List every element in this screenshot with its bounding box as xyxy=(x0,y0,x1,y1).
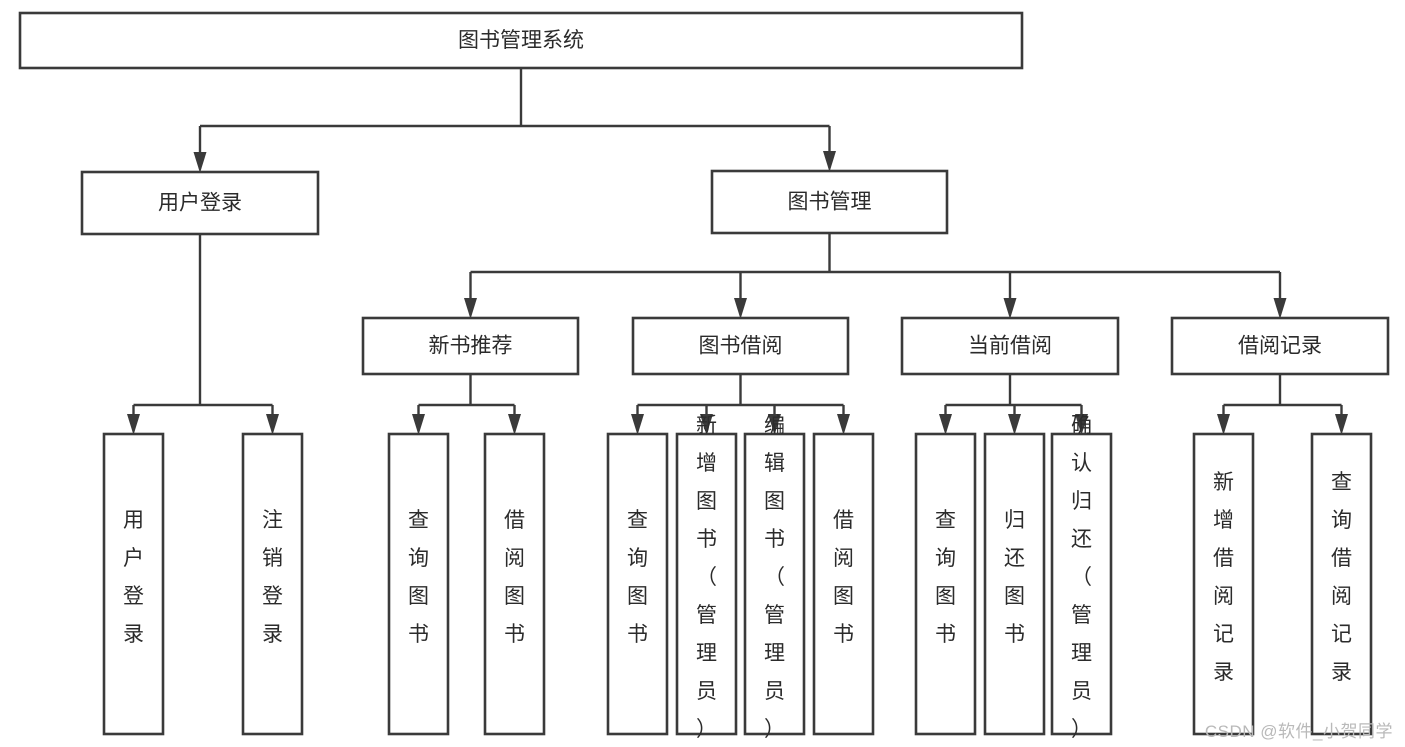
node-box-leaf-query-book-1[interactable] xyxy=(387,432,450,736)
node-borrow-record[interactable]: 借阅记录 xyxy=(1170,316,1390,376)
node-box-book-borrow[interactable] xyxy=(631,316,850,376)
node-book-manage[interactable]: 图书管理 xyxy=(710,169,949,235)
node-label-user-login: 用户登录 xyxy=(158,192,242,215)
node-label-leaf-add-record: 新增借阅记录 xyxy=(1213,471,1234,684)
node-label-leaf-borrow-book-1: 借阅图书 xyxy=(504,509,525,646)
node-box-leaf-query-record[interactable] xyxy=(1310,432,1373,736)
node-box-leaf-confirm-return[interactable] xyxy=(1050,432,1113,736)
node-leaf-logout[interactable]: 注销登录 xyxy=(241,432,304,736)
node-label-book-manage: 图书管理 xyxy=(788,191,872,214)
node-box-leaf-add-book[interactable] xyxy=(675,432,738,736)
node-label-borrow-record: 借阅记录 xyxy=(1238,335,1322,358)
connector-group-book-borrow xyxy=(631,374,850,435)
node-leaf-borrow-book-1[interactable]: 借阅图书 xyxy=(483,432,546,736)
node-leaf-edit-book[interactable]: 编辑图书（管理员） xyxy=(743,414,806,741)
node-box-book-manage[interactable] xyxy=(710,169,949,235)
node-label-leaf-logout: 注销登录 xyxy=(262,509,283,646)
node-box-leaf-edit-book[interactable] xyxy=(743,432,806,736)
node-label-root: 图书管理系统 xyxy=(458,29,584,52)
node-box-leaf-logout[interactable] xyxy=(241,432,304,736)
node-label-book-borrow: 图书借阅 xyxy=(699,335,783,358)
node-box-leaf-borrow-book-1[interactable] xyxy=(483,432,546,736)
node-box-current-borrow[interactable] xyxy=(900,316,1120,376)
node-leaf-query-book-2[interactable]: 查询图书 xyxy=(606,432,669,736)
node-label-leaf-borrow-book-2: 借阅图书 xyxy=(833,509,854,646)
connector-group-user-login xyxy=(127,234,279,435)
node-label-new-book-recommend: 新书推荐 xyxy=(429,335,513,358)
node-layer: 图书管理系统用户登录图书管理新书推荐图书借阅当前借阅借阅记录用户登录注销登录查询… xyxy=(18,11,1390,741)
node-box-leaf-add-record[interactable] xyxy=(1192,432,1255,736)
node-leaf-return-book[interactable]: 归还图书 xyxy=(983,432,1046,736)
node-label-current-borrow: 当前借阅 xyxy=(968,335,1052,358)
connector-group-new-book-recommend xyxy=(412,374,521,435)
node-box-leaf-return-book[interactable] xyxy=(983,432,1046,736)
node-label-leaf-query-book-2: 查询图书 xyxy=(627,509,648,646)
connector-group-current-borrow xyxy=(939,374,1088,435)
node-box-leaf-query-book-2[interactable] xyxy=(606,432,669,736)
node-root[interactable]: 图书管理系统 xyxy=(18,11,1024,70)
node-user-login[interactable]: 用户登录 xyxy=(80,170,320,236)
node-label-leaf-query-book-3: 查询图书 xyxy=(935,509,956,646)
node-box-leaf-query-book-3[interactable] xyxy=(914,432,977,736)
node-leaf-query-book-3[interactable]: 查询图书 xyxy=(914,432,977,736)
connector-layer xyxy=(127,68,1348,435)
node-box-leaf-borrow-book-2[interactable] xyxy=(812,432,875,736)
node-box-root[interactable] xyxy=(18,11,1024,70)
node-label-leaf-edit-book: 编辑图书（管理员） xyxy=(764,414,785,741)
node-box-leaf-user-login[interactable] xyxy=(102,432,165,736)
node-label-leaf-query-record: 查询借阅记录 xyxy=(1331,471,1352,684)
node-label-leaf-user-login: 用户登录 xyxy=(123,509,144,646)
node-box-new-book-recommend[interactable] xyxy=(361,316,580,376)
node-leaf-query-book-1[interactable]: 查询图书 xyxy=(387,432,450,736)
node-leaf-borrow-book-2[interactable]: 借阅图书 xyxy=(812,432,875,736)
node-leaf-confirm-return[interactable]: 确认归还（管理员） xyxy=(1050,414,1113,741)
node-label-leaf-query-book-1: 查询图书 xyxy=(408,509,429,646)
node-leaf-query-record[interactable]: 查询借阅记录 xyxy=(1310,432,1373,736)
node-leaf-add-book[interactable]: 新增图书（管理员） xyxy=(675,414,738,741)
csdn-watermark: CSDN @软件_小贺同学 xyxy=(1204,722,1393,741)
connector-group-borrow-record xyxy=(1217,374,1348,435)
node-leaf-add-record[interactable]: 新增借阅记录 xyxy=(1192,432,1255,736)
node-box-borrow-record[interactable] xyxy=(1170,316,1390,376)
node-current-borrow[interactable]: 当前借阅 xyxy=(900,316,1120,376)
node-new-book-recommend[interactable]: 新书推荐 xyxy=(361,316,580,376)
node-leaf-user-login[interactable]: 用户登录 xyxy=(102,432,165,736)
node-label-leaf-confirm-return: 确认归还（管理员） xyxy=(1071,414,1092,741)
node-label-leaf-add-book: 新增图书（管理员） xyxy=(696,414,717,741)
node-box-user-login[interactable] xyxy=(80,170,320,236)
connector-group-book-manage xyxy=(464,233,1287,319)
connector-group-root xyxy=(193,68,836,173)
node-book-borrow[interactable]: 图书借阅 xyxy=(631,316,850,376)
node-label-leaf-return-book: 归还图书 xyxy=(1004,509,1025,646)
